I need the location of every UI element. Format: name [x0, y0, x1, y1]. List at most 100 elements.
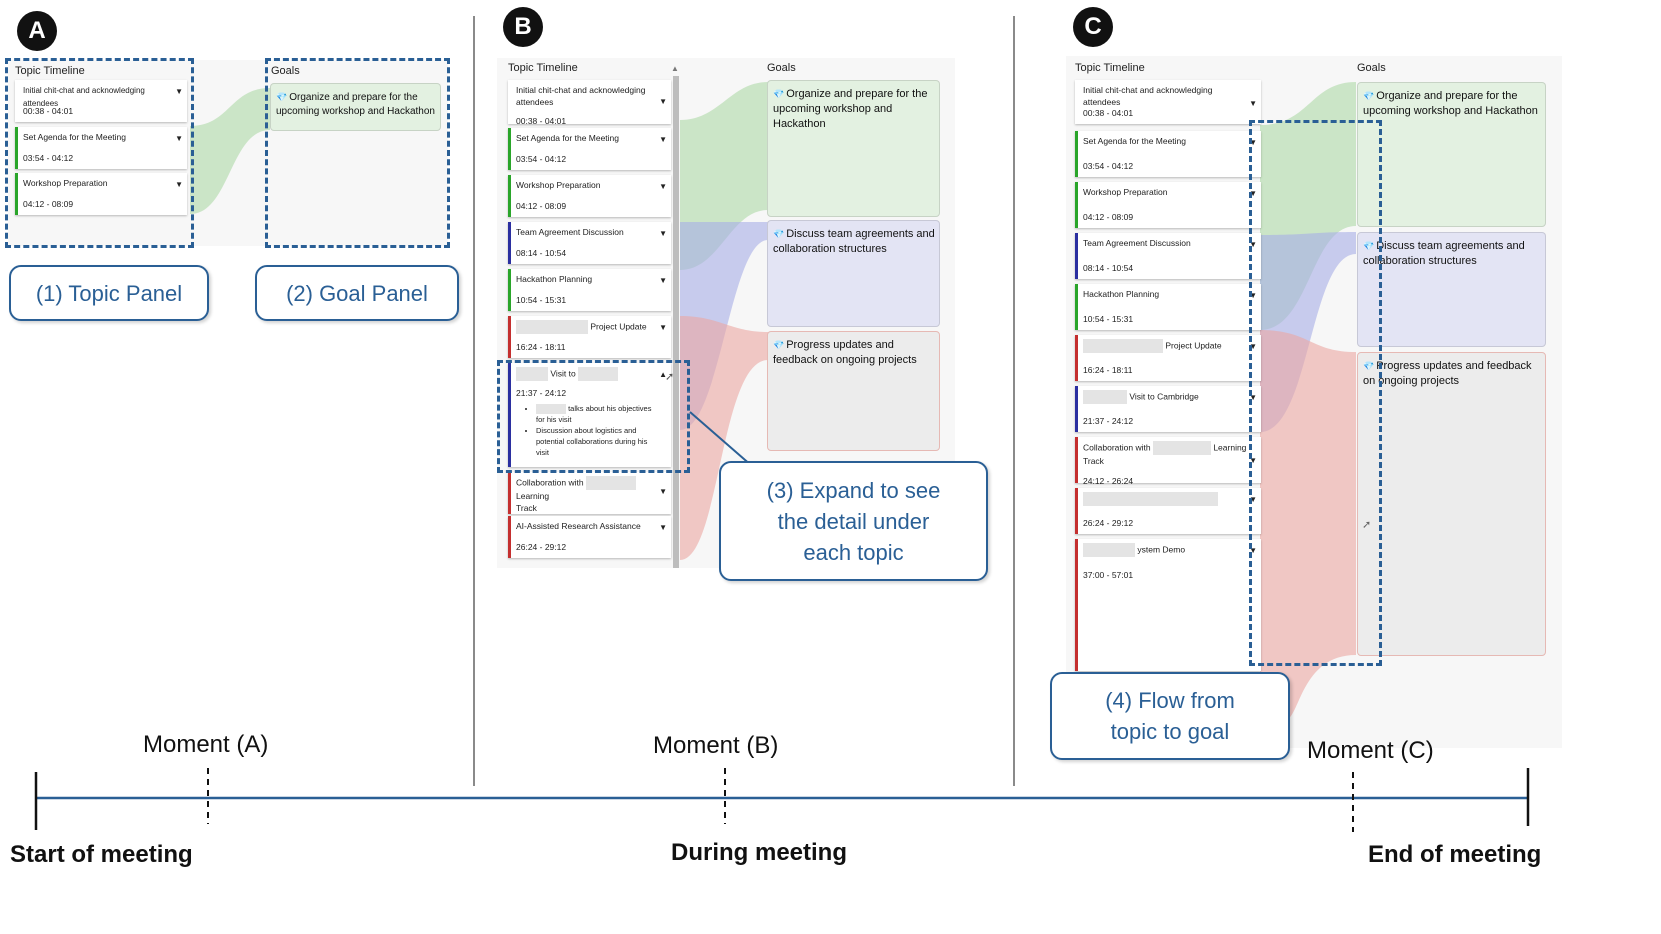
topic-card[interactable]: ▼ 26:24 - 29:12: [1075, 488, 1261, 534]
redacted-text: [536, 404, 566, 415]
expand-toggle-icon[interactable]: ▼: [659, 229, 667, 238]
expand-toggle-icon[interactable]: ▼: [1249, 291, 1257, 300]
topic-card[interactable]: ystem Demo ▼ 37:00 - 57:01: [1075, 539, 1261, 671]
topic-title: Initial chit-chat and acknowledging atte…: [23, 86, 145, 108]
expand-toggle-icon[interactable]: ▼: [175, 87, 183, 96]
goal-card[interactable]: 💎Organize and prepare for the upcoming w…: [270, 83, 441, 131]
topic-detail-item: talks about his objectives for his visit: [536, 403, 657, 425]
expand-toggle-icon[interactable]: ▼: [659, 523, 667, 532]
redacted-text: [1083, 339, 1163, 353]
topic-card[interactable]: Workshop Preparation ▼ 04:12 - 08:09: [508, 175, 671, 217]
callout-goal-panel-text: (2) Goal Panel: [286, 280, 428, 306]
topic-card[interactable]: Set Agenda for the Meeting ▼ 03:54 - 04:…: [1075, 131, 1261, 177]
badge-a: A: [17, 11, 57, 51]
scrollbar-track[interactable]: [673, 76, 679, 568]
expand-toggle-icon[interactable]: ▼: [1249, 138, 1257, 147]
redacted-text: [516, 320, 588, 334]
badge-c: C: [1073, 7, 1113, 47]
topic-card[interactable]: Hackathon Planning ▼ 10:54 - 15:31: [1075, 284, 1261, 330]
during-meeting-label: During meeting: [671, 839, 848, 866]
topic-card-expanded[interactable]: Visit to ▲ 21:37 - 24:12 talks about his…: [508, 363, 671, 467]
expand-toggle-icon[interactable]: ▼: [1249, 99, 1257, 108]
topic-time: 10:54 - 15:31: [516, 295, 567, 305]
topic-card[interactable]: Initial chit-chat and acknowledging atte…: [15, 80, 187, 122]
expand-toggle-icon[interactable]: ▼: [659, 323, 667, 332]
panel-c-topic-title: Topic Timeline: [1075, 62, 1145, 74]
topic-card[interactable]: Initial chit-chat and acknowledging atte…: [508, 80, 671, 126]
goal-panel-highlight: [265, 58, 450, 248]
goal-text: Organize and prepare for the upcoming wo…: [1363, 90, 1538, 117]
expand-toggle-icon[interactable]: ▼: [1249, 495, 1257, 504]
topic-card[interactable]: Project Update ▼ 16:24 - 18:11: [1075, 335, 1261, 381]
expand-toggle-icon[interactable]: ▼: [175, 134, 183, 143]
topic-time: 08:14 - 10:54: [1083, 263, 1134, 273]
callout-expand-line1: (3) Expand to see: [766, 477, 941, 503]
expand-toggle-icon[interactable]: ▼: [1249, 342, 1257, 351]
expand-toggle-icon[interactable]: ▼: [659, 135, 667, 144]
topic-card[interactable]: Team Agreement Discussion ▼ 08:14 - 10:5…: [1075, 233, 1261, 279]
callout-goal-panel: (2) Goal Panel: [255, 265, 459, 321]
topic-card[interactable]: Set Agenda for the Meeting ▼ 03:54 - 04:…: [15, 127, 187, 169]
topic-time: 10:54 - 15:31: [1083, 314, 1134, 324]
redacted-text: [578, 367, 619, 381]
cursor-icon: ➚: [1362, 519, 1372, 531]
goal-card[interactable]: 💎Progress updates and feedback on ongoin…: [767, 331, 940, 451]
flow-a-green: [190, 88, 270, 214]
topic-title: Set Agenda for the Meeting: [1083, 136, 1187, 146]
topic-card[interactable]: Workshop Preparation ▼ 04:12 - 08:09: [1075, 182, 1261, 228]
topic-time: 04:12 - 08:09: [1083, 212, 1134, 222]
topic-card[interactable]: Team Agreement Discussion ▼ 08:14 - 10:5…: [508, 222, 671, 264]
topic-card[interactable]: AI-Assisted Research Assistance ▼ 26:24 …: [508, 516, 671, 558]
goal-card[interactable]: 💎Discuss team agreements and collaborati…: [1357, 232, 1546, 347]
badge-b: B: [503, 7, 543, 47]
expand-toggle-icon[interactable]: ▼: [1249, 393, 1257, 402]
callout-expand-line2: the detail under: [777, 508, 930, 534]
gem-icon: 💎: [773, 229, 785, 239]
topic-title: Team Agreement Discussion: [516, 227, 624, 237]
topic-title-suffix: Learning: [516, 491, 550, 501]
topic-card[interactable]: Set Agenda for the Meeting ▼ 03:54 - 04:…: [508, 128, 671, 170]
topic-card[interactable]: Project Update ▼ 16:24 - 18:11: [508, 316, 671, 358]
goal-card[interactable]: 💎Organize and prepare for the upcoming w…: [1357, 82, 1546, 227]
topic-card[interactable]: Visit to Cambridge ▼ 21:37 - 24:12: [1075, 386, 1261, 432]
expand-toggle-icon[interactable]: ▼: [659, 182, 667, 191]
topic-title-line2: Track: [1083, 456, 1104, 466]
expand-toggle-icon[interactable]: ▼: [175, 180, 183, 189]
expand-toggle-icon[interactable]: ▼: [1249, 189, 1257, 198]
gem-icon: 💎: [773, 340, 785, 350]
topic-title: Project Update: [1165, 340, 1222, 351]
scroll-up-icon[interactable]: ▲: [671, 64, 679, 73]
topic-title: Workshop Preparation: [516, 180, 601, 190]
expand-toggle-icon[interactable]: ▼: [659, 487, 667, 496]
expand-toggle-icon[interactable]: ▼: [1249, 240, 1257, 249]
topic-title: ystem Demo: [1137, 544, 1186, 555]
gem-icon: 💎: [773, 89, 785, 99]
topic-card[interactable]: Collaboration with Learning Track ▼: [508, 472, 671, 514]
goal-text: Discuss team agreements and collaboratio…: [1363, 240, 1525, 267]
goal-text: Organize and prepare for the upcoming wo…: [276, 92, 435, 117]
expand-toggle-icon[interactable]: ▼: [1249, 456, 1257, 465]
expand-toggle-icon[interactable]: ▼: [1249, 546, 1257, 555]
topic-time: 24:12 - 26:24: [1083, 476, 1134, 486]
redacted-text: [1083, 543, 1135, 557]
expand-toggle-icon[interactable]: ▼: [659, 276, 667, 285]
redacted-text: [1152, 441, 1211, 455]
topic-card[interactable]: Initial chit-chat and acknowledging atte…: [1075, 80, 1261, 124]
topic-title: Collaboration with: [516, 477, 584, 488]
goal-card[interactable]: 💎Discuss team agreements and collaborati…: [767, 220, 940, 327]
redacted-text: [516, 367, 548, 381]
expand-toggle-icon[interactable]: ▼: [659, 97, 667, 106]
goal-card[interactable]: 💎Progress updates and feedback on ongoin…: [1357, 352, 1546, 656]
goal-card[interactable]: 💎Organize and prepare for the upcoming w…: [767, 80, 940, 217]
collapse-toggle-icon[interactable]: ▲: [659, 370, 667, 379]
topic-card[interactable]: Workshop Preparation ▼ 04:12 - 08:09: [15, 173, 187, 215]
panel-a-goals-title: Goals: [271, 65, 300, 77]
topic-time: 04:12 - 08:09: [23, 199, 74, 209]
redacted-text: [1083, 492, 1218, 506]
topic-card[interactable]: Hackathon Planning ▼ 10:54 - 15:31: [508, 269, 671, 311]
topic-card[interactable]: Collaboration with Learning Track ▼ 24:1…: [1075, 437, 1261, 486]
